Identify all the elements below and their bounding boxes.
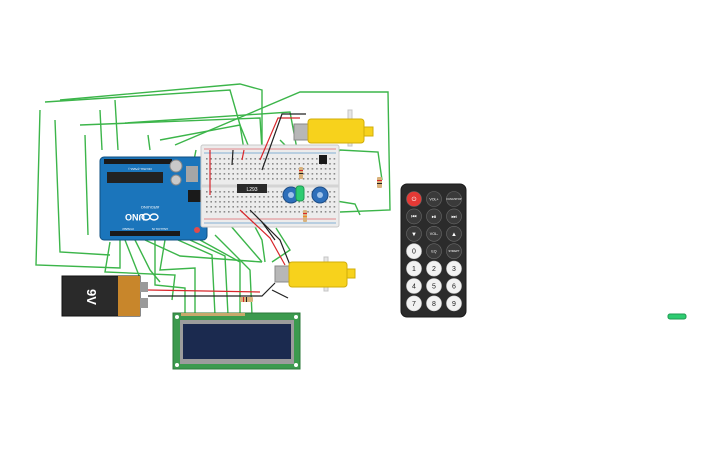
remote-digit-6-button[interactable]: 6 xyxy=(446,278,462,294)
arduino-uno-board: UNO ARDUINO DIGITAL (PWM~) POWER ANALOG … xyxy=(99,156,208,241)
dc-motor-top xyxy=(293,109,374,147)
remote-vol-up-button[interactable]: VOL+ xyxy=(426,191,442,207)
potentiometer xyxy=(282,186,300,204)
remote-eq-label: EQ xyxy=(431,249,436,253)
remote-play-pause-label: ⏯ xyxy=(432,215,437,221)
remote-st-rept-button[interactable]: ST/REPT xyxy=(446,243,462,259)
remote-digit-2-label: 2 xyxy=(432,266,436,273)
remote-digit-0-label: 0 xyxy=(412,249,416,256)
remote-prev-label: ⏮ xyxy=(411,215,417,221)
usb-port xyxy=(186,166,198,182)
remote-digit-9-button[interactable]: 9 xyxy=(446,295,462,312)
remote-digit-4-label: 4 xyxy=(412,283,416,290)
remote-digit-8-button[interactable]: 8 xyxy=(426,295,442,312)
potentiometer xyxy=(311,186,329,204)
board-name-label: UNO xyxy=(125,212,145,222)
remote-digit-7-button[interactable]: 7 xyxy=(406,295,422,312)
remote-prev-button[interactable]: ⏮ xyxy=(406,208,422,225)
remote-power-button[interactable]: ⏻ xyxy=(406,191,422,207)
digital-pin-header xyxy=(104,159,172,164)
resistor xyxy=(299,167,303,179)
remote-digit-2-button[interactable]: 2 xyxy=(426,260,442,277)
remote-up-label: ▲ xyxy=(451,232,457,238)
ir-receiver xyxy=(319,155,327,164)
remote-func-stop-button[interactable]: FUNC/STOP xyxy=(446,191,462,207)
remote-digit-8-label: 8 xyxy=(432,301,436,308)
power-wires xyxy=(147,113,306,299)
remote-next-button[interactable]: ⏭ xyxy=(446,208,462,225)
lcd-pin-header xyxy=(181,313,245,316)
breadboard xyxy=(200,144,340,228)
remote-digit-5-label: 5 xyxy=(432,283,436,290)
remote-up-button[interactable]: ▲ xyxy=(446,226,462,242)
remote-vol-up-label: VOL+ xyxy=(429,197,438,201)
remote-digit-4-button[interactable]: 4 xyxy=(406,278,422,294)
microcontroller-chip xyxy=(107,172,163,183)
lcd-display-16x2 xyxy=(172,312,301,370)
ir-remote: ⏻ VOL+ FUNC/STOP ⏮ ⏯ ⏭ ▼ VOL- ▲ 0 EQ ST/REPT 1 2 3 4 5 6 7… xyxy=(400,183,467,318)
remote-digit-7-label: 7 xyxy=(412,301,416,308)
power-jack xyxy=(188,190,202,202)
remote-digit-1-button[interactable]: 1 xyxy=(406,260,422,277)
remote-button-grid: ⏻ VOL+ FUNC/STOP ⏮ ⏯ ⏭ ▼ VOL- ▲ 0 EQ ST/REPT 1 2 3 4 5 6 7… xyxy=(406,191,462,312)
remote-digit-6-label: 6 xyxy=(452,283,456,290)
remote-digit-3-button[interactable]: 3 xyxy=(446,260,462,277)
motor-body xyxy=(274,265,290,283)
motor-gearbox xyxy=(307,118,365,144)
motor-body xyxy=(293,123,309,141)
green-led xyxy=(295,185,305,202)
remote-st-rept-label: ST/REPT xyxy=(449,249,460,253)
infinity-logo-icon xyxy=(141,213,159,221)
motor-gearbox xyxy=(288,261,348,288)
remote-digit-0-button[interactable]: 0 xyxy=(406,243,422,259)
resistor xyxy=(303,210,307,222)
battery-label: 9V xyxy=(84,289,99,305)
battery-9v: 9V xyxy=(61,275,148,317)
analog-pin-header xyxy=(110,231,180,236)
remote-func-stop-label: FUNC/STOP xyxy=(447,197,462,201)
remote-digit-5-button[interactable]: 5 xyxy=(426,278,442,294)
remote-eq-button[interactable]: EQ xyxy=(426,243,442,259)
analog-header-label: ANALOG IN xyxy=(152,227,168,231)
resistor xyxy=(377,177,382,188)
remote-play-pause-button[interactable]: ⏯ xyxy=(426,208,442,225)
capacitor xyxy=(170,174,182,186)
l293-driver-chip: L293 xyxy=(237,184,267,193)
dc-motor-bottom xyxy=(274,256,356,292)
remote-vol-down-button[interactable]: VOL- xyxy=(426,226,442,242)
lcd-screen xyxy=(183,324,291,359)
brand-label: ARDUINO xyxy=(141,205,159,210)
remote-down-label: ▼ xyxy=(411,232,417,238)
remote-digit-1-label: 1 xyxy=(412,266,416,273)
resistor xyxy=(240,297,253,302)
remote-down-button[interactable]: ▼ xyxy=(406,226,422,242)
capacitor xyxy=(169,159,183,173)
remote-power-label: ⏻ xyxy=(412,196,417,203)
remote-digit-3-label: 3 xyxy=(452,266,456,273)
power-header-label: POWER xyxy=(122,227,134,231)
reset-button xyxy=(194,227,200,233)
driver-chip-label: L293 xyxy=(246,187,257,193)
remote-next-label: ⏭ xyxy=(451,215,457,221)
digital-header-label: DIGITAL (PWM~) xyxy=(128,167,151,171)
remote-digit-9-label: 9 xyxy=(452,301,456,308)
remote-vol-down-label: VOL- xyxy=(430,232,439,236)
green-led-small xyxy=(667,313,687,320)
